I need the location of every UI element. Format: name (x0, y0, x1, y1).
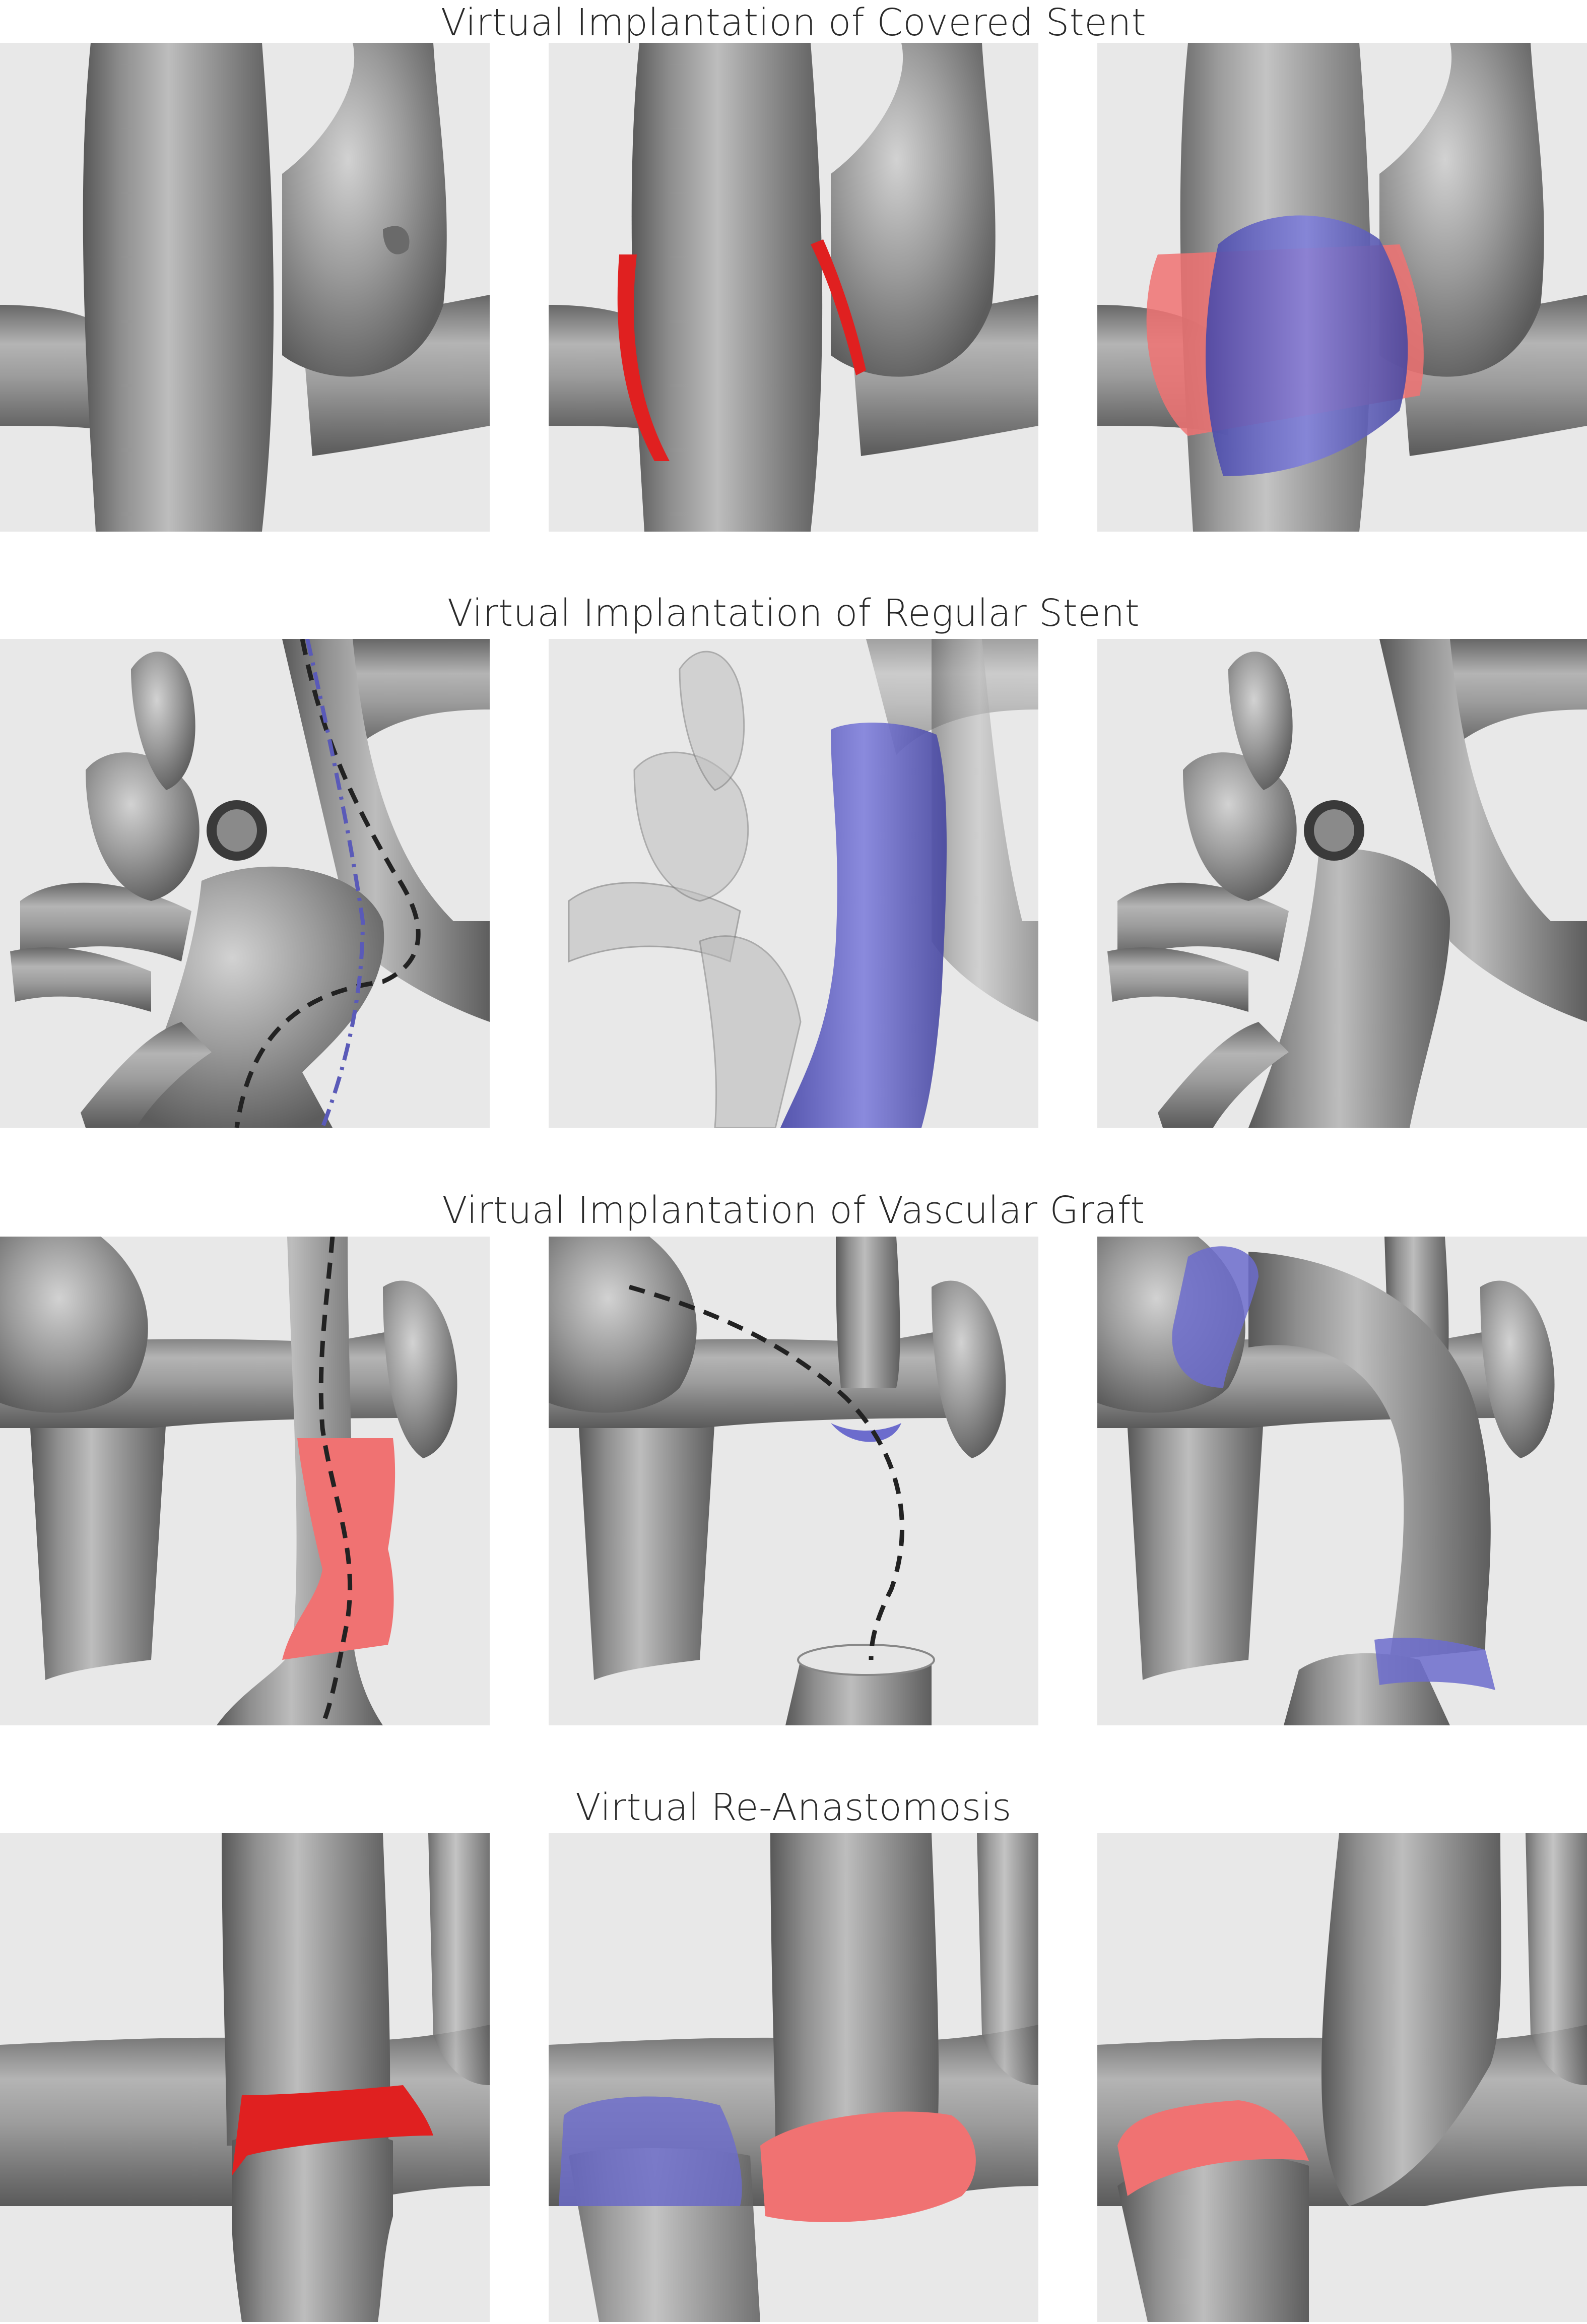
marker-blue-top (831, 1423, 901, 1442)
panel-vascular-graft-2 (549, 1237, 1038, 1725)
region-red (1117, 2100, 1309, 2196)
marker-red-right (811, 239, 866, 375)
centerline-blue (305, 639, 365, 1128)
panel-covered-stent-1 (0, 43, 490, 532)
panel-vascular-graft-1 (0, 1237, 490, 1725)
covered-stent-blue (1206, 215, 1408, 476)
region-red (760, 2111, 976, 2222)
panel-regular-stent-1 (0, 639, 490, 1128)
row-title-regular-stent: Virtual Implantation of Regular Stent (447, 592, 1140, 635)
row-title-covered-stent: Virtual Implantation of Covered Stent (440, 1, 1147, 44)
panel-regular-stent-3 (1097, 639, 1587, 1128)
marker-red (232, 2085, 433, 2176)
panel-regular-stent-2 (549, 639, 1038, 1128)
row-title-vascular-graft: Virtual Implantation of Vascular Graft (442, 1189, 1145, 1232)
marker-blue-bottom (1374, 1638, 1495, 1690)
regular-stent-blue (780, 723, 947, 1128)
marker-blue-top (1172, 1246, 1259, 1388)
centerline-black (318, 1237, 353, 1725)
panel-vascular-graft-3 (1097, 1237, 1587, 1725)
marker-red-left (617, 254, 670, 461)
row-title-re-anastomosis: Virtual Re-Anastomosis (575, 1786, 1012, 1829)
graft-tube (1248, 1252, 1491, 1660)
centerline-black (628, 1284, 905, 1660)
panel-re-anastomosis-1 (0, 1833, 490, 2322)
marker-blue (559, 2096, 742, 2206)
panel-covered-stent-3 (1097, 43, 1587, 532)
panel-re-anastomosis-2 (549, 1833, 1038, 2322)
vessel-side-lobe (282, 43, 447, 377)
panel-covered-stent-2 (549, 43, 1038, 532)
region-red (282, 1438, 395, 1660)
vessel-trunk (83, 43, 274, 532)
panel-re-anastomosis-3 (1097, 1833, 1587, 2322)
centerline-black (234, 639, 421, 1128)
